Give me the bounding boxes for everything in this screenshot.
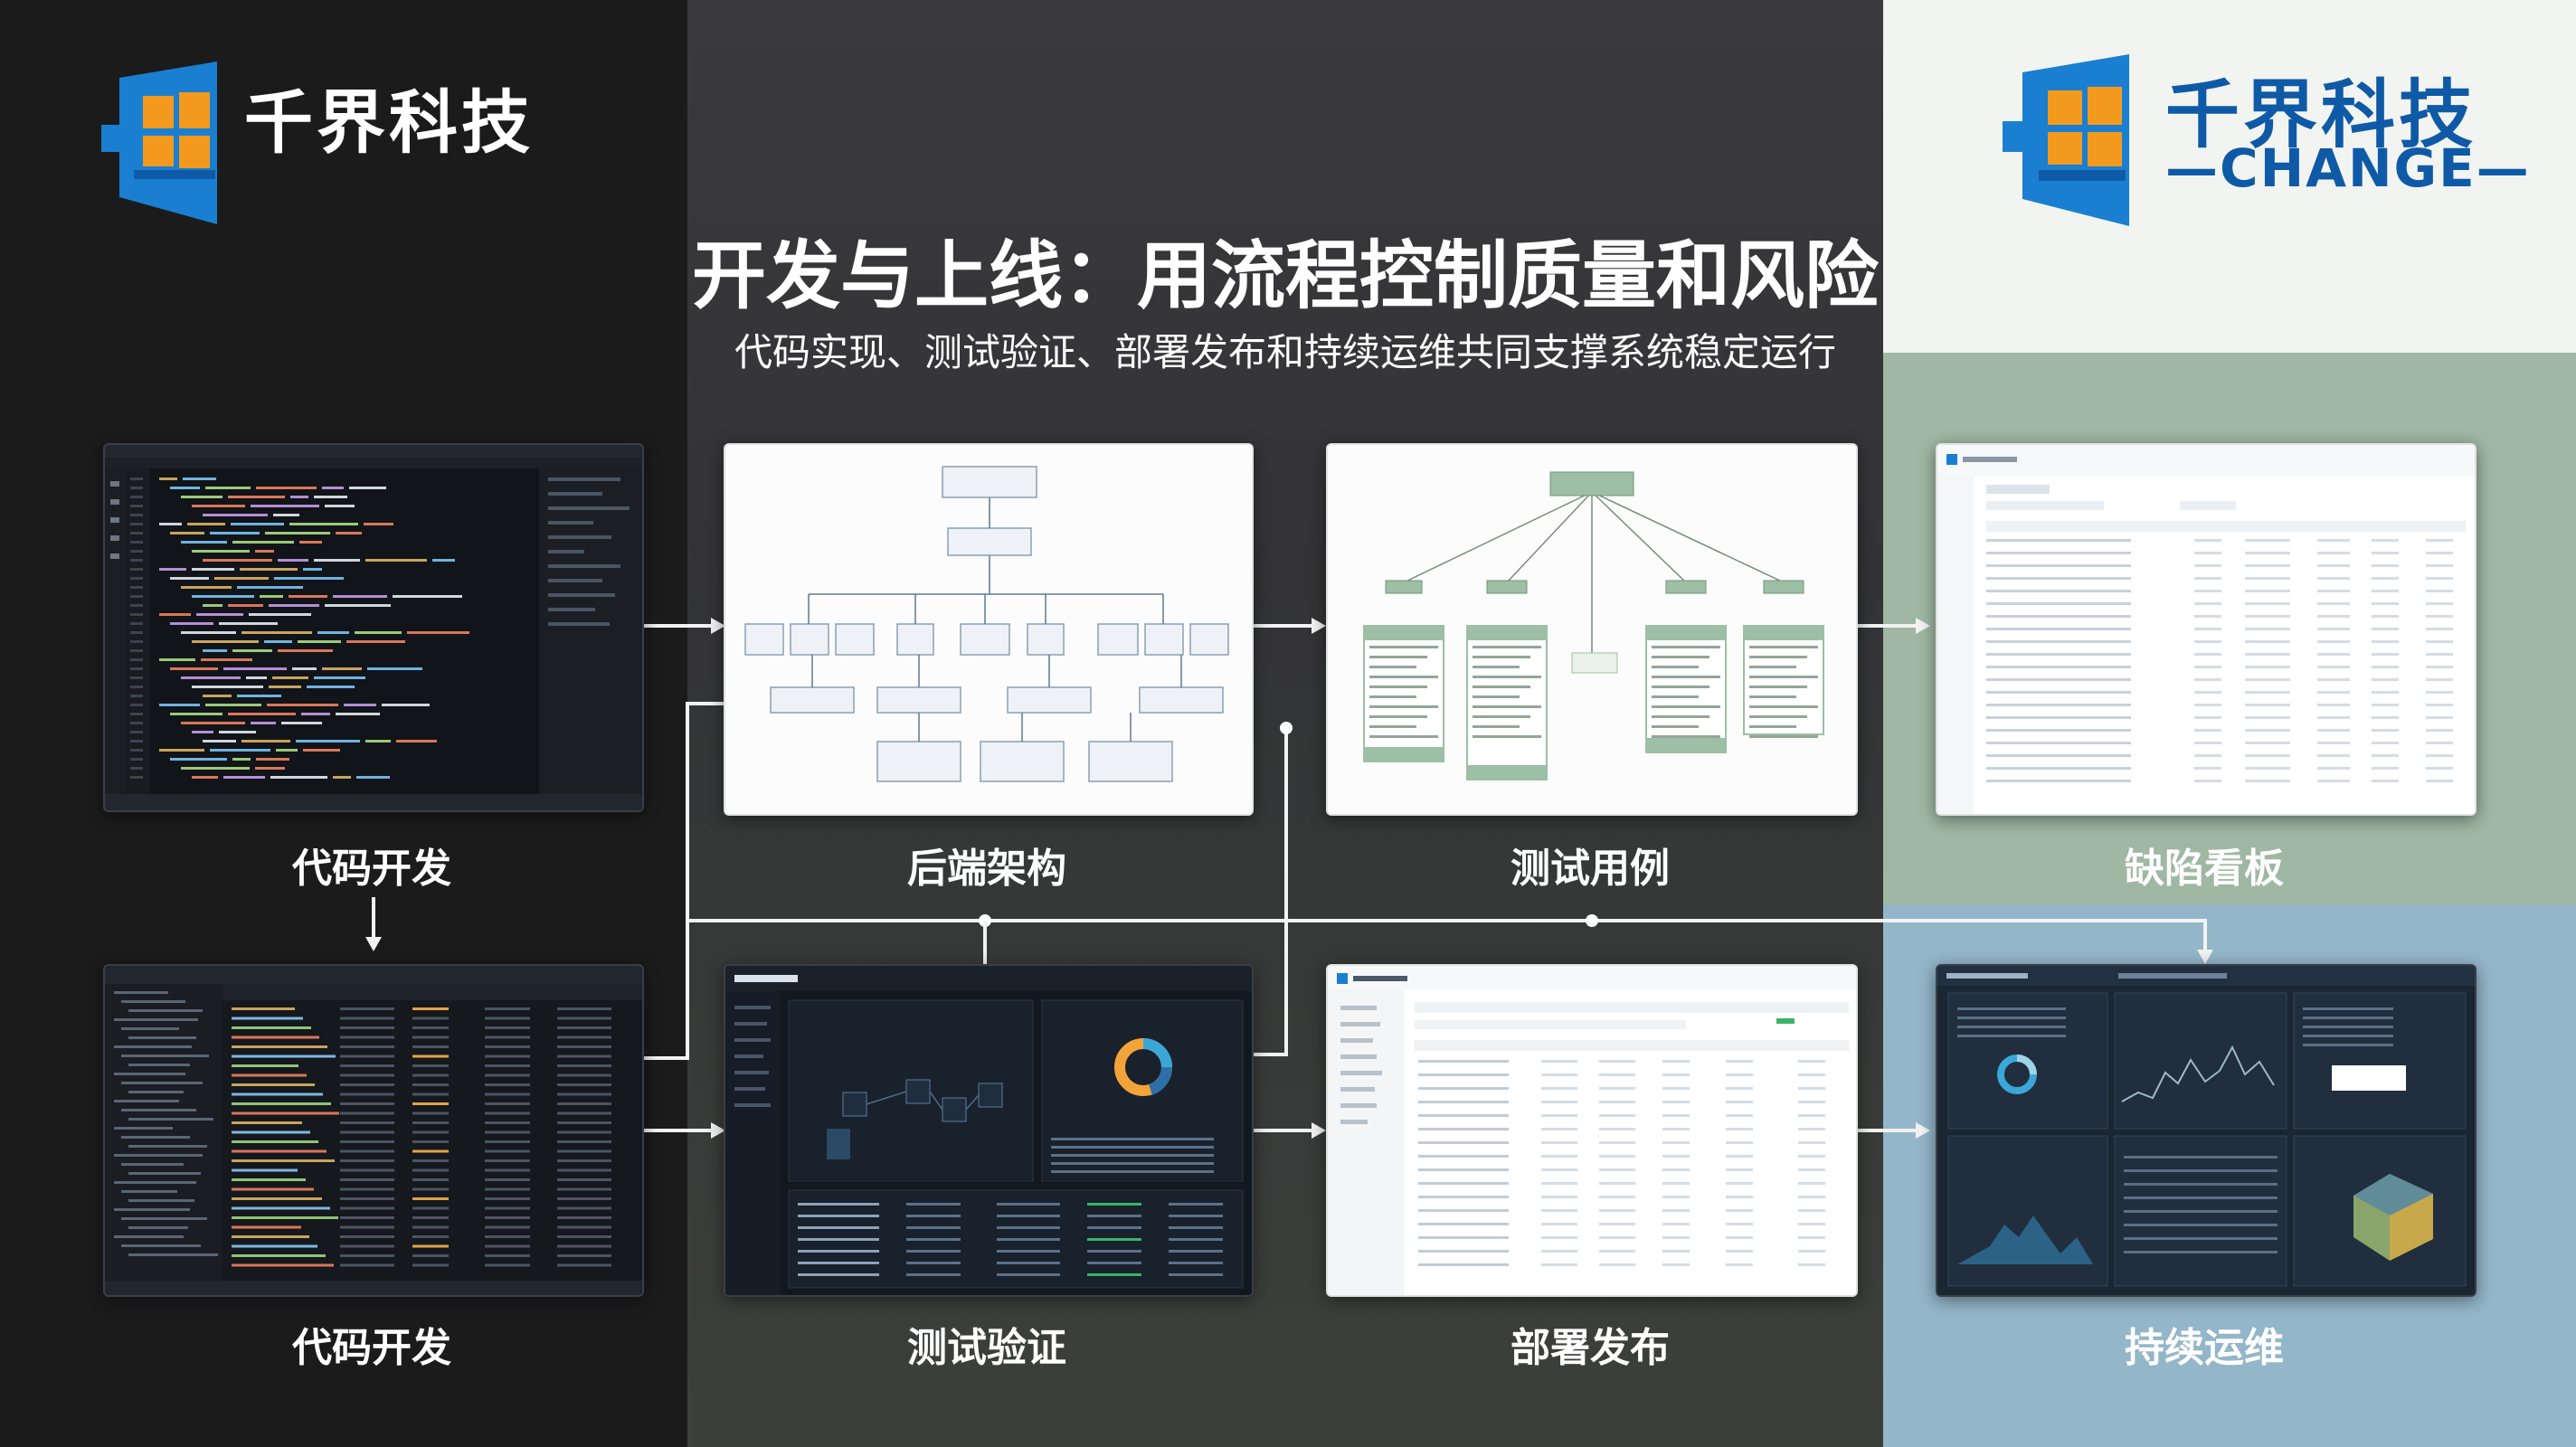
brand-name: 千界科技	[2165, 72, 2477, 158]
brand-mark-icon	[101, 61, 217, 224]
connector-line	[1856, 624, 1919, 628]
stage-label-ops: 持续运维	[2125, 1325, 2284, 1371]
architecture-tree-preview	[725, 445, 1252, 814]
brand-logo-left: 千界科技	[101, 61, 572, 224]
arrow-right-icon	[1312, 1122, 1326, 1139]
brand-tagline: —CHANGE—	[2165, 137, 2531, 199]
stage-label-defect-board: 缺陷看板	[2125, 846, 2284, 892]
arrow-right-icon	[1312, 618, 1326, 634]
code-editor-screenshot	[103, 443, 644, 812]
connector-line	[1284, 733, 1288, 1056]
brand-name: 千界科技	[244, 82, 534, 163]
connector-line	[372, 897, 375, 939]
stage-label-deploy: 部署发布	[1511, 1325, 1670, 1371]
brand-mark-icon	[2003, 54, 2129, 226]
page-subtitle: 代码实现、测试验证、部署发布和持续运维共同支撑系统稳定运行	[734, 330, 1836, 374]
connector-line	[1250, 624, 1317, 628]
stage-label-backend-arch: 后端架构	[907, 846, 1066, 892]
stage-label-test-cases: 测试用例	[1511, 846, 1670, 892]
arrow-right-icon	[711, 1122, 725, 1139]
stage-label-code-dev: 代码开发	[292, 846, 451, 892]
connector-line	[640, 1056, 687, 1060]
code-editor-screenshot-2	[103, 964, 644, 1297]
arrow-down-icon	[2197, 950, 2213, 964]
background-right-top	[1883, 0, 2576, 353]
arrow-down-icon	[365, 937, 382, 951]
junction-dot	[1280, 722, 1293, 734]
connector-line	[1250, 1129, 1317, 1132]
code-editor-preview	[105, 445, 642, 810]
code-editor-preview-2	[105, 966, 642, 1295]
defect-board-screenshot	[1936, 443, 2477, 816]
connector-line	[1856, 1129, 1919, 1132]
connector-line	[1248, 1053, 1288, 1056]
deploy-release-screenshot	[1326, 964, 1858, 1297]
arrow-right-icon	[1916, 618, 1930, 634]
deploy-table-preview	[1328, 966, 1856, 1295]
test-dashboard-preview	[725, 966, 1252, 1295]
connector-line	[983, 921, 987, 966]
test-cases-tree-preview	[1328, 445, 1856, 814]
ops-dashboard-preview	[1937, 966, 2475, 1295]
backend-architecture-diagram	[724, 443, 1254, 816]
connector-line	[686, 702, 724, 705]
connector-line	[686, 702, 689, 1060]
defect-table-preview	[1937, 445, 2475, 814]
brand-tagline-text: CHANGE	[2220, 137, 2477, 199]
stage-label-code-dev-2: 代码开发	[292, 1325, 451, 1371]
connector-line	[2203, 919, 2207, 951]
brand-logo-right: 千界科技 —CHANGE—	[2003, 54, 2545, 226]
stage-label-test-verify: 测试验证	[907, 1325, 1066, 1371]
arrow-right-icon	[711, 618, 725, 634]
page-title: 开发与上线：用流程控制质量和风险	[691, 233, 1879, 319]
connector-line	[640, 1129, 716, 1132]
junction-dot	[1586, 914, 1598, 927]
ops-monitoring-dashboard	[1936, 964, 2477, 1297]
connector-line	[686, 919, 2207, 922]
connector-line	[640, 624, 716, 628]
arrow-right-icon	[1916, 1122, 1930, 1139]
test-cases-diagram	[1326, 443, 1858, 816]
test-verification-dashboard	[724, 964, 1254, 1297]
